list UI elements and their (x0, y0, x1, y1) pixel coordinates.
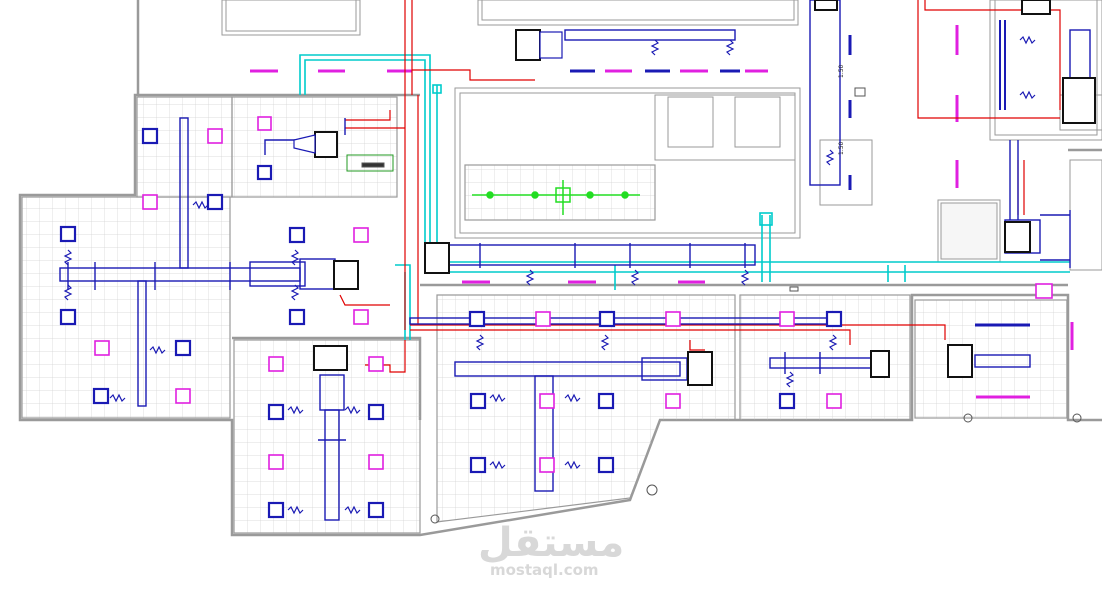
misc-details (361, 87, 1082, 524)
supply-diffusers (59, 127, 843, 519)
watermark-arabic: مستقل (478, 520, 625, 566)
exhaust-grilles (94, 116, 1053, 473)
structural-rooms (221, 0, 1102, 271)
fresh-air-line (472, 180, 640, 215)
dimension-labels: 1.50 1.50 (838, 64, 845, 155)
air-handling-units (293, 0, 1096, 386)
flex-connectors (63, 35, 1036, 515)
watermark-url: mostaql.com (490, 561, 599, 579)
return-air-ducts (299, 54, 1070, 340)
dimension-label-1: 1.50 (838, 64, 845, 78)
refrigerant-pipes (339, 0, 1061, 373)
dimension-label-2: 1.50 (838, 141, 845, 155)
